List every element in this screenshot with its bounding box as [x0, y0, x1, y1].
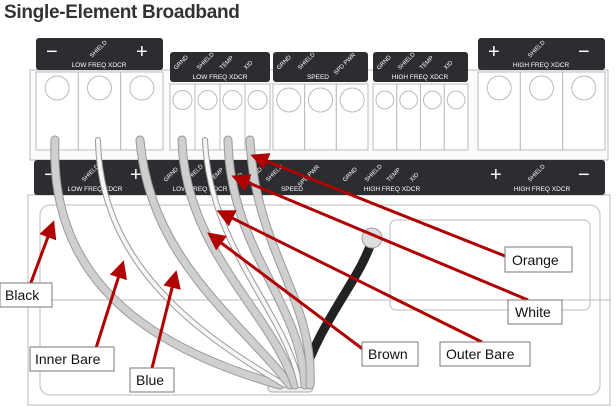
panel-label: HIGH FREQ XDCR [392, 74, 449, 81]
terminal-blocks [35, 71, 606, 151]
minus-symbol: − [578, 41, 590, 63]
panel-label: HIGH FREQ XDCR [513, 62, 570, 69]
panel-label: HIGH FREQ XDCR [364, 186, 421, 193]
arrow-blue [150, 270, 181, 369]
screw-icon [87, 75, 112, 101]
plus-symbol: + [136, 41, 148, 63]
label-outer-bare: Outer Bare [446, 346, 515, 362]
screw-icon [399, 90, 418, 110]
label-inner-bare: Inner Bare [35, 351, 101, 367]
panel-label: LOW FREQ XDCR [193, 74, 248, 81]
panel-label: LOW FREQ XDCR [68, 186, 123, 193]
arrow-black [28, 220, 57, 286]
panel-label: HIGH FREQ XDCR [514, 186, 571, 193]
screw-icon [446, 90, 466, 110]
label-box-blue [129, 367, 175, 393]
terminal-label: XID [243, 60, 255, 72]
panel-label: SPEED [281, 186, 303, 193]
terminal-label: XID [443, 60, 455, 72]
screw-icon [375, 90, 395, 110]
plus-symbol: + [130, 164, 142, 186]
screw-icon [529, 75, 554, 101]
plus-symbol: + [488, 41, 500, 63]
screw-icon [276, 87, 302, 113]
top-panel-2: GRND SHIELD TEMP XID LOW FREQ XDCR [170, 51, 270, 82]
label-box-black [0, 282, 53, 308]
diagram-title: Single-Element Broadband [4, 2, 240, 23]
cable-bundle [50, 135, 383, 393]
label-orange: Orange [512, 252, 559, 268]
arrow-orange [250, 153, 506, 258]
label-box-inner-bare [29, 346, 115, 372]
terminal-slot [477, 71, 521, 151]
screw-icon [486, 75, 512, 101]
panel-label: LOW FREQ XDCR [173, 186, 228, 193]
top-panel-1: − + SHIELD LOW FREQ XDCR [36, 38, 163, 70]
minus-symbol: − [578, 164, 590, 186]
screw-icon [571, 75, 597, 101]
screw-icon [222, 90, 243, 110]
top-panel-3: GRND SHIELD SPD PWR SPEED [273, 51, 368, 82]
label-box-white [507, 299, 563, 325]
screw-icon [247, 90, 268, 110]
label-white: White [515, 304, 551, 320]
label-box-brown [361, 341, 419, 367]
plus-symbol: + [490, 164, 502, 186]
arrow-inner-bare [94, 260, 127, 349]
screw-icon [44, 75, 70, 101]
screw-icon [197, 90, 218, 110]
screw-icon [423, 90, 442, 110]
screw-icon [172, 90, 193, 110]
minus-symbol: − [46, 41, 58, 63]
label-box-outer-bare [439, 341, 531, 367]
wire-label-boxes [0, 246, 573, 393]
label-box-orange [504, 246, 573, 273]
screw-icon [308, 87, 333, 113]
arrow-brown [207, 232, 365, 352]
label-black: Black [5, 287, 40, 303]
top-panel-5: + − SHIELD HIGH FREQ XDCR [478, 38, 605, 70]
screw-icon [129, 75, 155, 101]
arrow-outer-bare [216, 210, 483, 344]
arrow-white [231, 174, 529, 302]
terminal-label: XID [409, 172, 421, 184]
panel-label: LOW FREQ XDCR [72, 62, 127, 69]
screw-icon [339, 87, 365, 113]
minus-symbol: − [44, 164, 56, 186]
bottom-label-strip: − + SHIELD LOW FREQ XDCR GRND SHIELD TEM… [34, 160, 605, 195]
callout-arrows [28, 153, 529, 369]
top-panel-4: GRND SHIELD TEMP XID HIGH FREQ XDCR [373, 51, 468, 82]
label-blue: Blue [136, 372, 164, 388]
panel-label: SPEED [307, 74, 329, 81]
label-brown: Brown [368, 346, 408, 362]
